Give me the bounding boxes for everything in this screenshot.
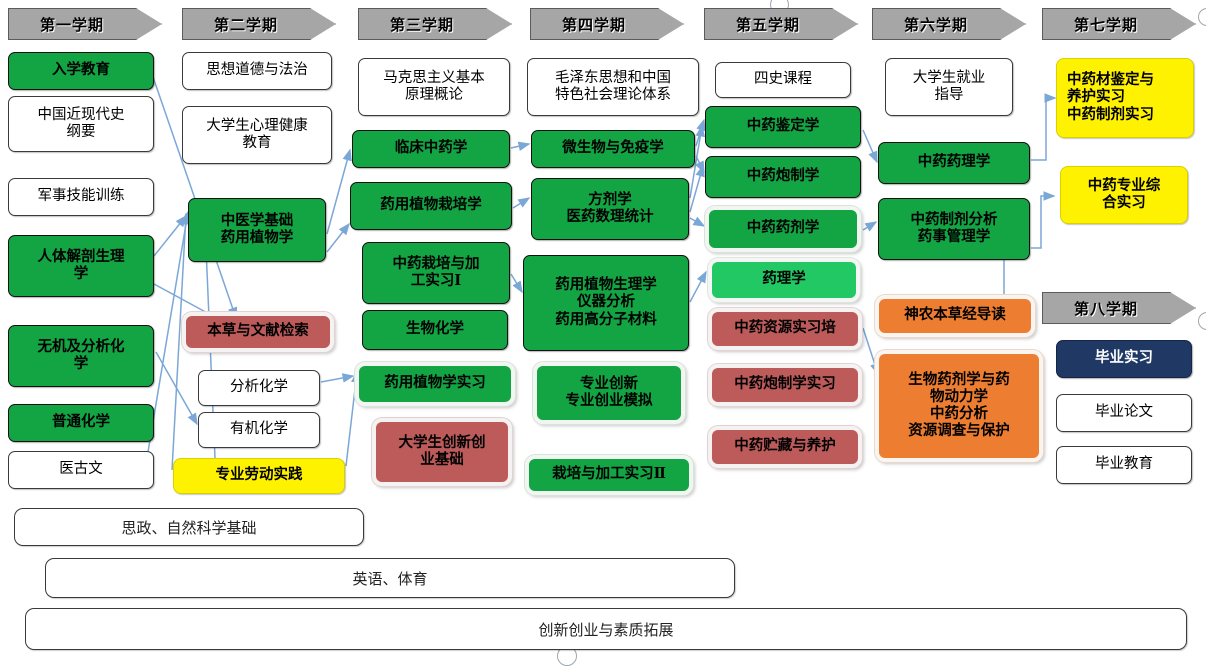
course-box[interactable]: 中药专业综 合实习 — [1060, 166, 1188, 224]
course-box[interactable]: 中药药剂学 — [705, 206, 861, 252]
semester-banner-6: 第六学期 — [872, 8, 1026, 40]
course-box[interactable]: 无机及分析化 学 — [8, 325, 154, 387]
course-box[interactable]: 中药栽培与加 工实习Ⅰ — [362, 242, 510, 304]
connector-fangji-jianding — [689, 124, 706, 199]
course-box[interactable]: 中药药理学 — [878, 142, 1030, 184]
course-box[interactable]: 临床中药学 — [352, 130, 510, 168]
course-box[interactable]: 毕业教育 — [1056, 446, 1192, 484]
course-box[interactable]: 马克思主义基本 原理概论 — [358, 58, 510, 116]
semester-banner-7: 第七学期 — [1042, 8, 1196, 40]
course-box[interactable]: 思想道德与法治 — [182, 52, 332, 90]
connector-yaoli-jianding-shixi — [1031, 93, 1057, 161]
connector-fangji-yaoji — [689, 216, 706, 227]
course-box[interactable]: 入学教育 — [8, 52, 154, 90]
bottom-strip-1: 思政、自然科学基础 — [14, 508, 364, 546]
course-box[interactable]: 栽培与加工实习Ⅱ — [525, 455, 693, 495]
course-box[interactable]: 中药炮制学 — [705, 156, 861, 198]
course-box[interactable]: 神农本草经导读 — [875, 295, 1035, 337]
course-box[interactable]: 本草与文献检索 — [182, 312, 334, 352]
connector-yiguwen-zhongyi — [147, 210, 192, 453]
connector-jianding-yaoli — [862, 129, 878, 164]
course-box[interactable]: 中药制剂分析 药事管理学 — [878, 198, 1030, 260]
connector-zhongyi-linchuang — [326, 148, 352, 235]
course-box[interactable]: 大学生就业 指导 — [885, 58, 1013, 116]
course-box[interactable]: 中药炮制学实习 — [708, 364, 862, 406]
connector-shengli-yaolixue — [689, 270, 707, 303]
semester-banner-2: 第二学期 — [182, 8, 336, 40]
connector-zhongyi-zaipei — [326, 222, 350, 253]
course-box[interactable]: 中药资源实习培 — [708, 308, 862, 350]
course-box[interactable]: 药用植物栽培学 — [350, 182, 512, 230]
course-box[interactable]: 大学生创新创 业基础 — [372, 418, 512, 486]
connector-zaipei-fangji — [512, 197, 531, 209]
course-box[interactable]: 专业创新 专业创业模拟 — [533, 362, 685, 424]
course-box[interactable]: 军事技能训练 — [8, 178, 154, 216]
course-box[interactable]: 有机化学 — [198, 412, 320, 448]
connector-fangji-paozhi — [689, 164, 705, 213]
connector-linchuang-weishengwu — [510, 141, 531, 151]
course-box[interactable]: 毛泽东思想和中国 特色社会理论体系 — [527, 58, 699, 116]
semester-banner-label: 第八学期 — [1073, 301, 1138, 318]
connector-laodong-zhongyi — [171, 212, 191, 471]
course-box[interactable]: 中药材鉴定与 养护实习 中药制剂实习 — [1056, 58, 1194, 138]
connector-yaoji-zhijifenxi — [862, 221, 878, 232]
course-box[interactable]: 中药贮藏与养护 — [708, 426, 862, 468]
course-box[interactable]: 方剂学 医药数理统计 — [531, 178, 689, 240]
course-box[interactable]: 生物化学 — [362, 310, 508, 350]
course-box[interactable]: 普通化学 — [8, 404, 154, 442]
semester-banner-3: 第三学期 — [358, 8, 512, 40]
semester-banner-8: 第八学期 — [1042, 292, 1196, 324]
semester-banner-label: 第七学期 — [1073, 17, 1138, 34]
connector-fenxi-shixi — [320, 373, 355, 383]
course-box[interactable]: 中医学基础 药用植物学 — [188, 198, 326, 262]
course-box[interactable]: 分析化学 — [198, 370, 320, 406]
course-box[interactable]: 中国近现代史 纲要 — [8, 96, 154, 152]
connector-ruxue-bencao — [151, 73, 238, 320]
connector-zhongyaozaipei-shengli — [510, 273, 523, 294]
course-box[interactable]: 生物药剂学与药 物动力学 中药分析 资源调查与保护 — [875, 350, 1043, 462]
semester-banner-1: 第一学期 — [8, 8, 162, 40]
semester-banner-label: 第一学期 — [39, 17, 104, 34]
course-box[interactable]: 药用植物生理学 仪器分析 药用高分子材料 — [523, 255, 689, 351]
course-box[interactable]: 毕业论文 — [1056, 394, 1192, 432]
semester-banner-5: 第五学期 — [704, 8, 858, 40]
course-box[interactable]: 中药鉴定学 — [705, 106, 861, 148]
connector-zhiji-zonghe-shixi — [1031, 191, 1056, 249]
semester-banner-label: 第四学期 — [561, 17, 626, 34]
bottom-strip-3: 创新创业与素质拓展 — [25, 608, 1187, 650]
course-box[interactable]: 药理学 — [708, 258, 860, 302]
course-box[interactable]: 人体解剖生理 学 — [8, 235, 154, 297]
course-box[interactable]: 药用植物学实习 — [355, 362, 515, 406]
course-box[interactable]: 微生物与免疫学 — [531, 130, 695, 168]
course-box[interactable]: 四史课程 — [715, 62, 851, 98]
course-box[interactable]: 大学生心理健康 教育 — [182, 106, 332, 164]
semester-banner-label: 第三学期 — [389, 17, 454, 34]
semester-banner-4: 第四学期 — [530, 8, 684, 40]
semester-banner-label: 第六学期 — [903, 17, 968, 34]
semester-banner-label: 第五学期 — [735, 17, 800, 34]
semester-banner-label: 第二学期 — [213, 17, 278, 34]
course-box[interactable]: 毕业实习 — [1056, 340, 1192, 378]
course-box[interactable]: 医古文 — [8, 451, 154, 489]
bottom-strip-2: 英语、体育 — [45, 558, 735, 598]
course-box[interactable]: 专业劳动实践 — [173, 458, 345, 494]
